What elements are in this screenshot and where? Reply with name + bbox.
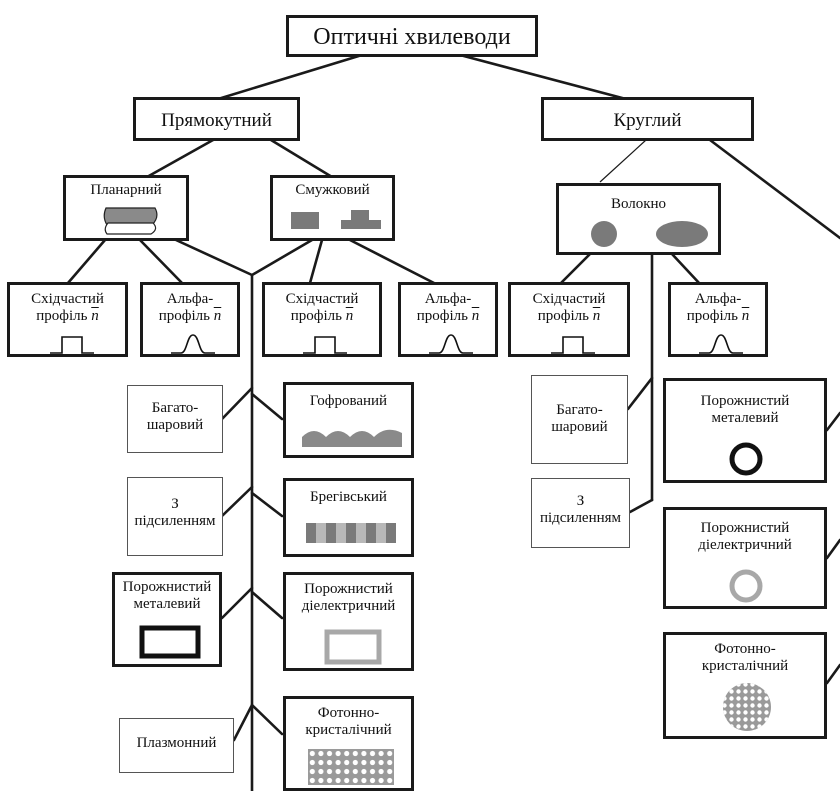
hollow-dielectric-ring-icon	[729, 569, 763, 603]
bragg-node: Брегівський	[283, 478, 414, 557]
hollow-dielectric-label: Порожнистий діелектричний	[301, 581, 396, 615]
hollow-metal-label: Порожнистий металевий	[122, 579, 212, 613]
strip-label: Смужковий	[295, 182, 370, 198]
photonic-crystal-node-fiber: Фотонно- кристалічний	[663, 632, 827, 739]
strip-node: Смужковий	[270, 175, 395, 241]
corrugated-label: Гофрований	[309, 393, 388, 409]
photonic-crystal-label: Фотонно- кристалічний	[305, 705, 392, 739]
step-profile-icon	[551, 336, 595, 354]
hollow-metal-rect-icon	[139, 625, 201, 659]
hollow-metal-node-rect: Порожнистий металевий	[112, 572, 222, 667]
step-profile-icon	[303, 336, 347, 354]
hollow-metal-ring-icon	[729, 442, 763, 476]
fiber-node: Волокно	[556, 183, 721, 255]
amplified-label: З підсиленням	[134, 496, 216, 530]
hollow-dielectric-node-fiber: Порожнистий діелектричний	[663, 507, 827, 609]
step-profile-box-fiber: Східчастий профіль n	[508, 282, 630, 357]
step-profile-label: Східчастий профіль n	[285, 291, 359, 325]
fiber-label: Волокно	[610, 196, 667, 212]
amplified-node-fiber: З підсиленням	[531, 478, 630, 548]
round-node: Круглий	[541, 97, 754, 141]
rectangular-node: Прямокутний	[133, 97, 300, 141]
plasmonic-label: Плазмонний	[136, 735, 217, 751]
step-profile-label: Східчастий профіль n	[532, 291, 606, 325]
planar-label: Планарний	[90, 182, 162, 198]
hollow-dielectric-label: Порожнистий діелектричний	[698, 520, 792, 554]
step-profile-box-planar: Східчастий профіль n	[7, 282, 128, 357]
multilayer-node-fiber: Багато- шаровий	[531, 375, 628, 464]
strip-waveguide-icon	[291, 210, 381, 229]
rectangular-label: Прямокутний	[161, 110, 272, 131]
alpha-profile-icon	[699, 334, 743, 354]
alpha-profile-box-fiber: Альфа- профіль n	[668, 282, 768, 357]
amplified-node-rect: З підсиленням	[127, 477, 223, 556]
corrugated-node: Гофрований	[283, 382, 414, 458]
step-profile-label: Східчастий профіль n	[31, 291, 104, 325]
planar-waveguide-icon	[103, 207, 158, 235]
step-profile-icon	[50, 336, 94, 354]
bragg-grating-icon	[306, 523, 396, 543]
multilayer-label: Багато- шаровий	[146, 400, 204, 434]
bragg-label: Брегівський	[310, 489, 387, 505]
corrugated-icon	[302, 429, 402, 447]
alpha-profile-label: Альфа- профіль n	[158, 291, 222, 325]
root-label: Оптичні хвилеводи	[313, 24, 511, 50]
alpha-profile-icon	[171, 334, 215, 354]
multilayer-label: Багато- шаровий	[551, 402, 608, 436]
hollow-dielectric-rect-icon	[324, 629, 382, 665]
hollow-dielectric-node-rect: Порожнистий діелектричний	[283, 572, 414, 671]
round-label: Круглий	[613, 110, 682, 131]
multilayer-node-rect: Багато- шаровий	[127, 385, 223, 453]
hollow-metal-node-fiber: Порожнистий металевий	[663, 378, 827, 483]
fiber-cross-section-icon	[591, 221, 708, 247]
photonic-crystal-rect-icon	[308, 749, 394, 785]
alpha-profile-icon	[429, 334, 473, 354]
alpha-profile-label: Альфа- профіль n	[416, 291, 480, 325]
alpha-profile-box-strip: Альфа- профіль n	[398, 282, 498, 357]
alpha-profile-box-planar: Альфа- профіль n	[140, 282, 240, 357]
photonic-crystal-circle-icon	[723, 683, 771, 731]
step-profile-box-strip: Східчастий профіль n	[262, 282, 382, 357]
planar-node: Планарний	[63, 175, 189, 241]
hollow-metal-label: Порожнистий металевий	[700, 393, 790, 427]
photonic-crystal-label: Фотонно- кристалічний	[701, 641, 789, 675]
amplified-label: З підсиленням	[539, 493, 622, 527]
plasmonic-node: Плазмонний	[119, 718, 234, 773]
photonic-crystal-node-rect: Фотонно- кристалічний	[283, 696, 414, 791]
alpha-profile-label: Альфа- профіль n	[686, 291, 750, 325]
root-node: Оптичні хвилеводи	[286, 15, 538, 57]
